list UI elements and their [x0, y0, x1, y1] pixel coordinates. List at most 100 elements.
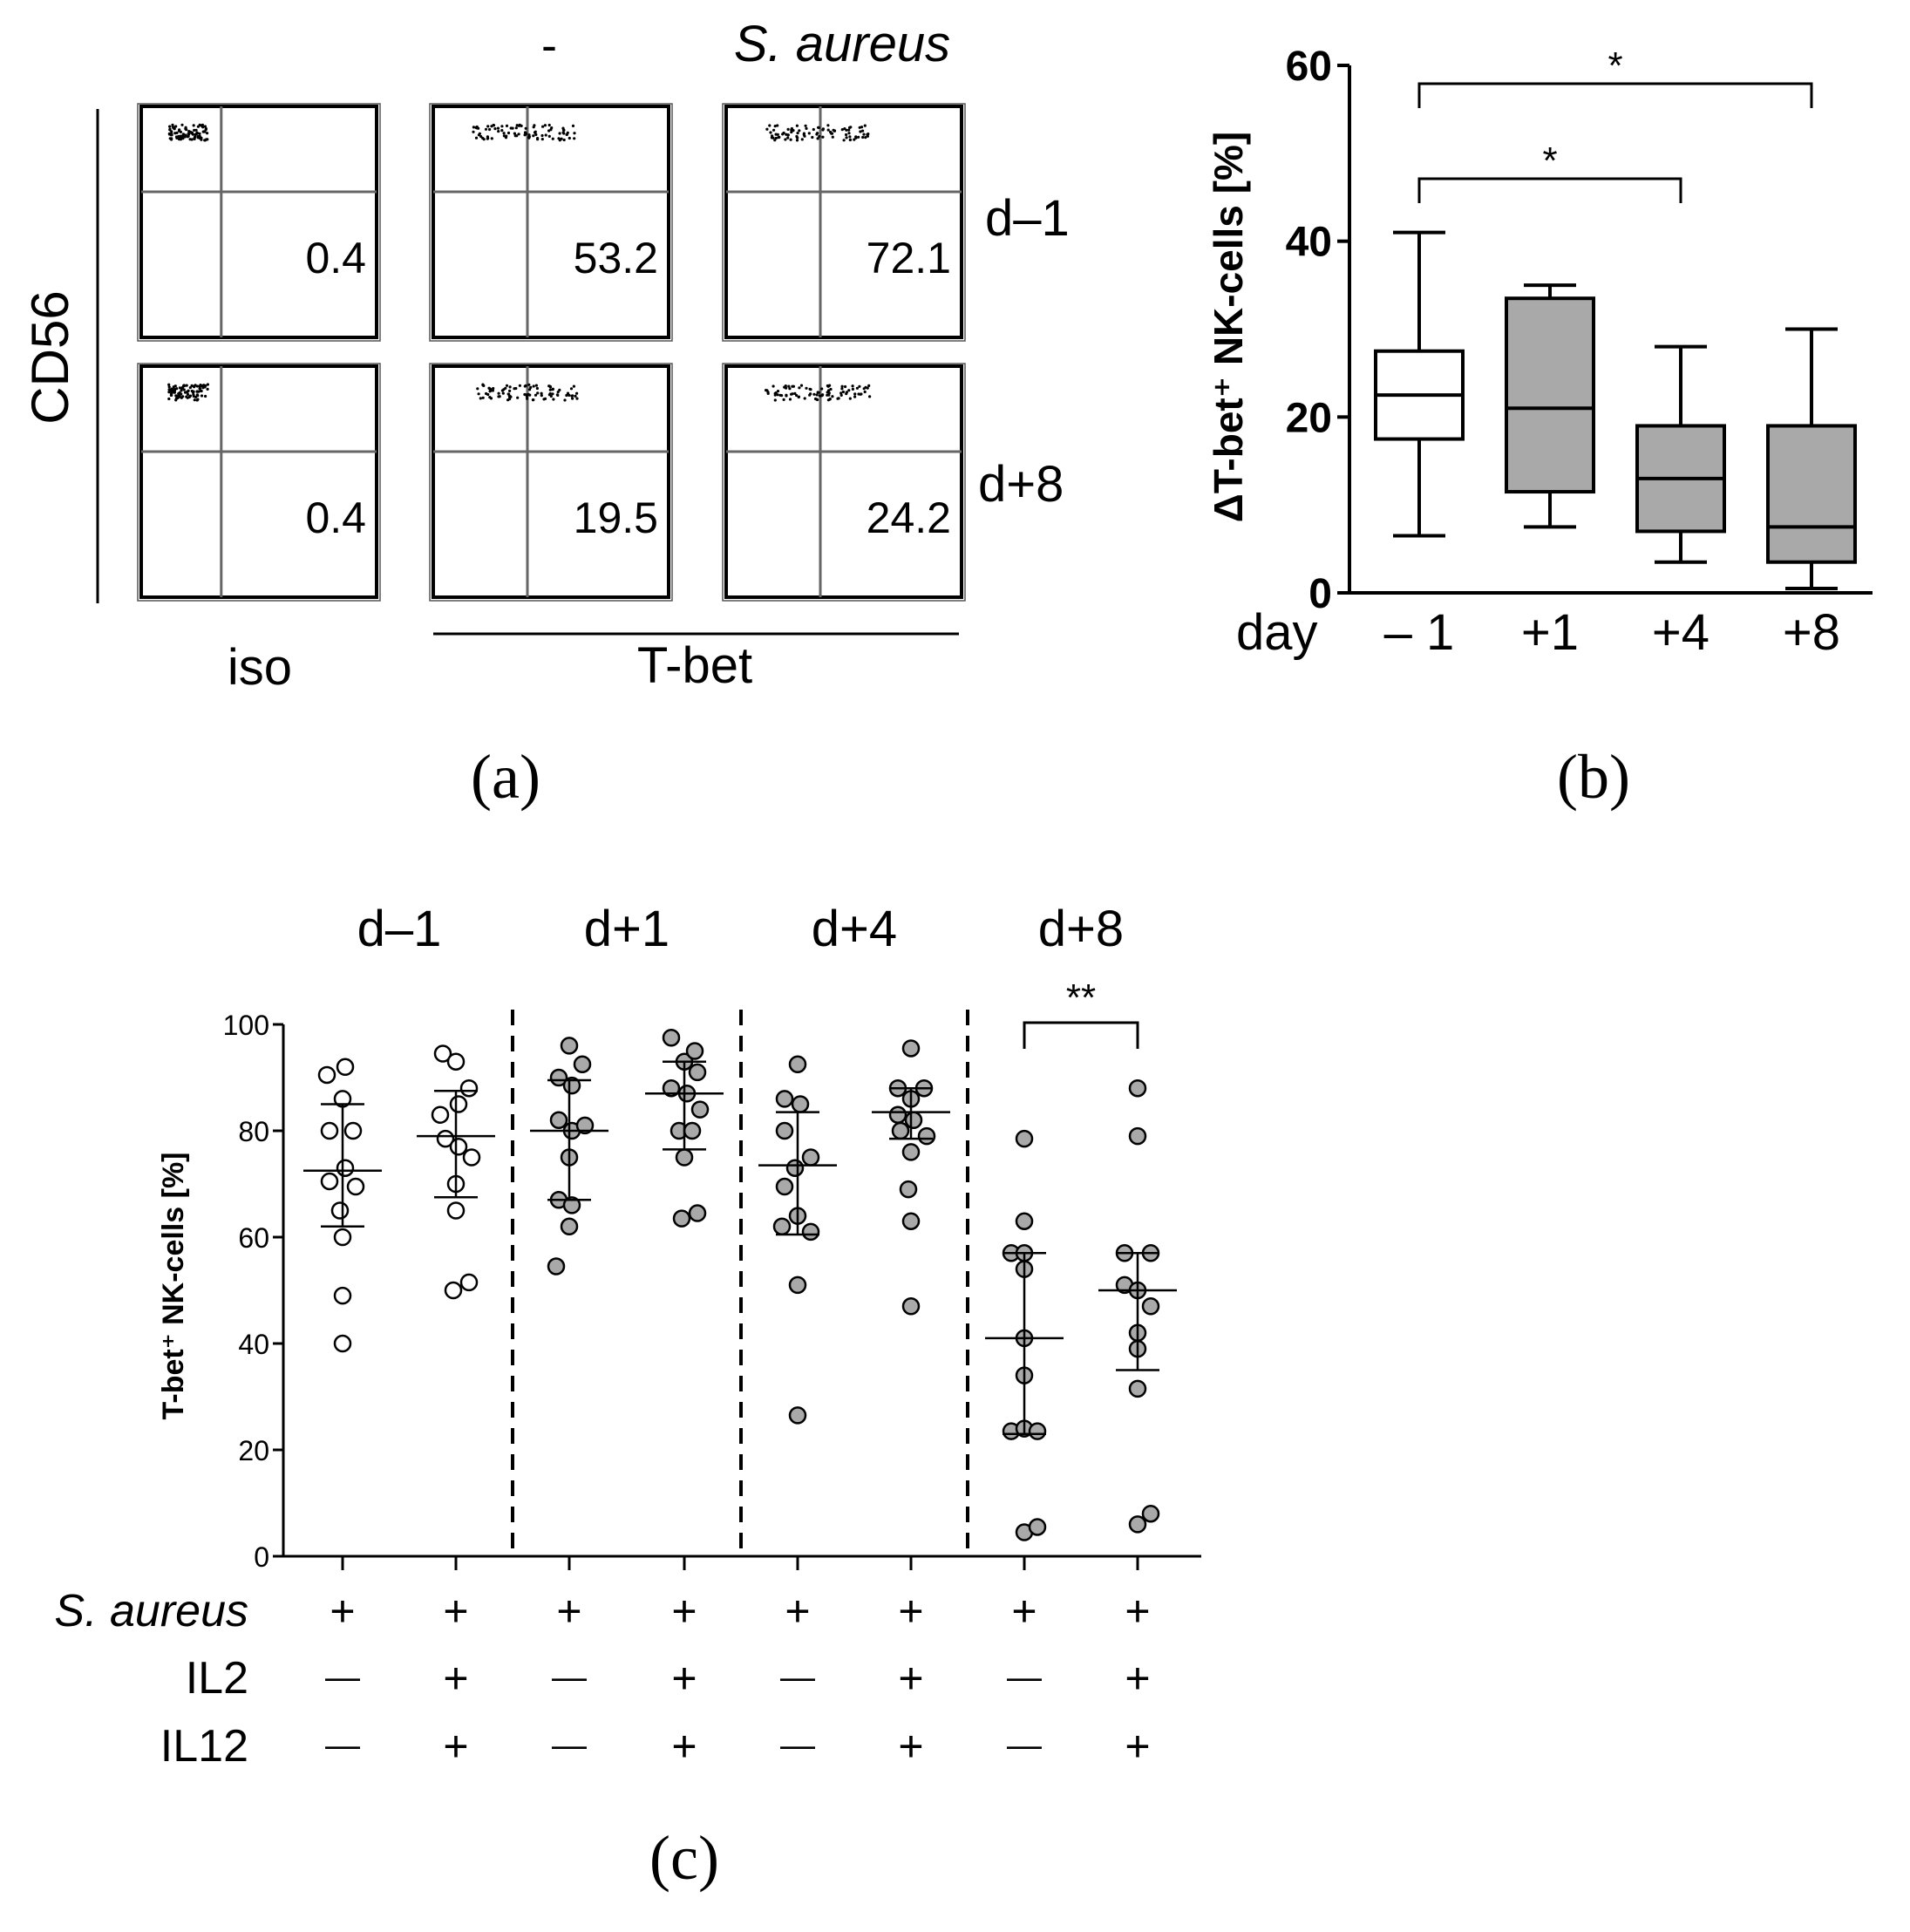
facs-event-dot: [169, 392, 173, 396]
data-point: [446, 1201, 466, 1220]
facs-event-dot: [486, 125, 490, 128]
facs-event-dot: [195, 393, 199, 397]
data-point: [775, 1090, 794, 1108]
facs-event-dot: [488, 127, 492, 132]
facs-event-dot: [508, 389, 512, 392]
facs-event-dot: [808, 387, 812, 391]
panel-c-condition-value: +: [785, 1587, 810, 1636]
facs-event-dot: [776, 390, 780, 393]
data-point: [433, 1044, 452, 1063]
facs-event-dot: [187, 132, 190, 136]
panel-c-condition-value: —: [780, 1726, 815, 1765]
panel-a-row-label-d+8: d+8: [978, 456, 1064, 513]
facs-event-dot: [861, 135, 865, 139]
facs-event-dot: [193, 128, 196, 132]
data-point: [1128, 1379, 1147, 1398]
facs-quadrant-percent: 53.2: [574, 234, 658, 282]
panel-c-condition-value: —: [780, 1658, 815, 1697]
significance-star: *: [1542, 139, 1557, 182]
facs-event-dot: [505, 124, 509, 127]
facs-plot-shadow: [137, 103, 381, 342]
data-point: [901, 1143, 921, 1161]
data-point: [1128, 1515, 1147, 1534]
panel-c-series-8: [1098, 1078, 1177, 1534]
data-point: [562, 1196, 581, 1214]
data-point: [336, 1159, 355, 1177]
facs-event-dot: [555, 393, 560, 397]
facs-event-dot: [206, 383, 209, 386]
data-point: [672, 1209, 691, 1228]
facs-event-dot: [190, 384, 194, 387]
facs-event-dot: [772, 128, 776, 132]
facs-event-dot: [184, 127, 187, 131]
facs-event-dot: [547, 123, 551, 127]
facs-event-dot: [796, 132, 799, 135]
facs-event-dot: [805, 126, 808, 130]
facs-event-dot: [788, 387, 792, 391]
data-point: [333, 1228, 352, 1247]
facs-event-dot: [535, 386, 540, 391]
facs-event-dot: [809, 392, 812, 396]
facs-event-dot: [803, 134, 806, 138]
facs-event-dot: [536, 391, 540, 395]
panel-b-x-tick-label: +1: [1521, 604, 1579, 661]
facs-event-dot: [784, 384, 787, 388]
facs-event-dot: [481, 396, 485, 399]
data-point: [343, 1121, 363, 1140]
facs-event-dot: [204, 394, 207, 398]
facs-event-dot: [194, 384, 197, 387]
facs-event-dot: [842, 139, 846, 142]
facs-event-dot: [848, 135, 852, 139]
facs-event-dot: [190, 138, 194, 141]
panel-c-condition-label: S. aureus: [54, 1586, 248, 1636]
panel-c-condition-value: —: [552, 1658, 587, 1697]
facs-event-dot: [168, 137, 172, 140]
panel-c-group-label: d–1: [357, 901, 442, 957]
data-point: [1015, 1212, 1034, 1230]
facs-event-dot: [565, 133, 569, 136]
data-point: [690, 1100, 710, 1119]
panel-b-significance: **: [1417, 44, 1813, 203]
panel-b-y-tick-label: 60: [1286, 44, 1332, 90]
facs-event-dot: [563, 398, 567, 402]
facs-event-dot: [187, 395, 191, 398]
data-point: [449, 1095, 468, 1113]
facs-event-dot: [168, 125, 172, 128]
facs-event-dot: [799, 384, 804, 387]
facs-event-dot: [821, 135, 825, 139]
facs-event-dot: [170, 133, 173, 137]
data-point: [901, 1039, 921, 1058]
facs-event-dot: [827, 393, 831, 397]
panel-c-series-5: [758, 1055, 837, 1425]
facs-event-dot: [178, 394, 181, 398]
facs-event-dot: [573, 132, 576, 135]
facs-event-dot: [167, 385, 171, 389]
facs-event-dot: [562, 138, 566, 142]
facs-event-dot: [203, 385, 207, 389]
facs-event-dot: [497, 391, 500, 395]
facs-quadrant-percent: 19.5: [574, 493, 658, 542]
facs-event-dot: [839, 393, 843, 397]
facs-event-dot: [840, 387, 844, 391]
facs-event-dot: [534, 133, 538, 136]
facs-event-dot: [184, 133, 187, 137]
facs-event-dot: [562, 132, 566, 135]
facs-event-dot: [795, 124, 799, 127]
panel-c-condition-value: —: [325, 1726, 360, 1765]
facs-event-dot: [859, 130, 862, 133]
facs-event-dot: [791, 128, 795, 133]
panel-c-condition-value: +: [671, 1722, 697, 1771]
facs-event-dot: [543, 124, 547, 127]
facs-event-dot: [804, 124, 807, 127]
panel-c-condition-label: IL12: [160, 1721, 248, 1772]
facs-plot: 24.2: [722, 363, 966, 602]
data-point: [459, 1273, 479, 1292]
data-point: [560, 1217, 579, 1236]
data-point: [1028, 1518, 1047, 1536]
facs-event-dot: [203, 125, 207, 128]
facs-event-dot: [486, 392, 490, 397]
